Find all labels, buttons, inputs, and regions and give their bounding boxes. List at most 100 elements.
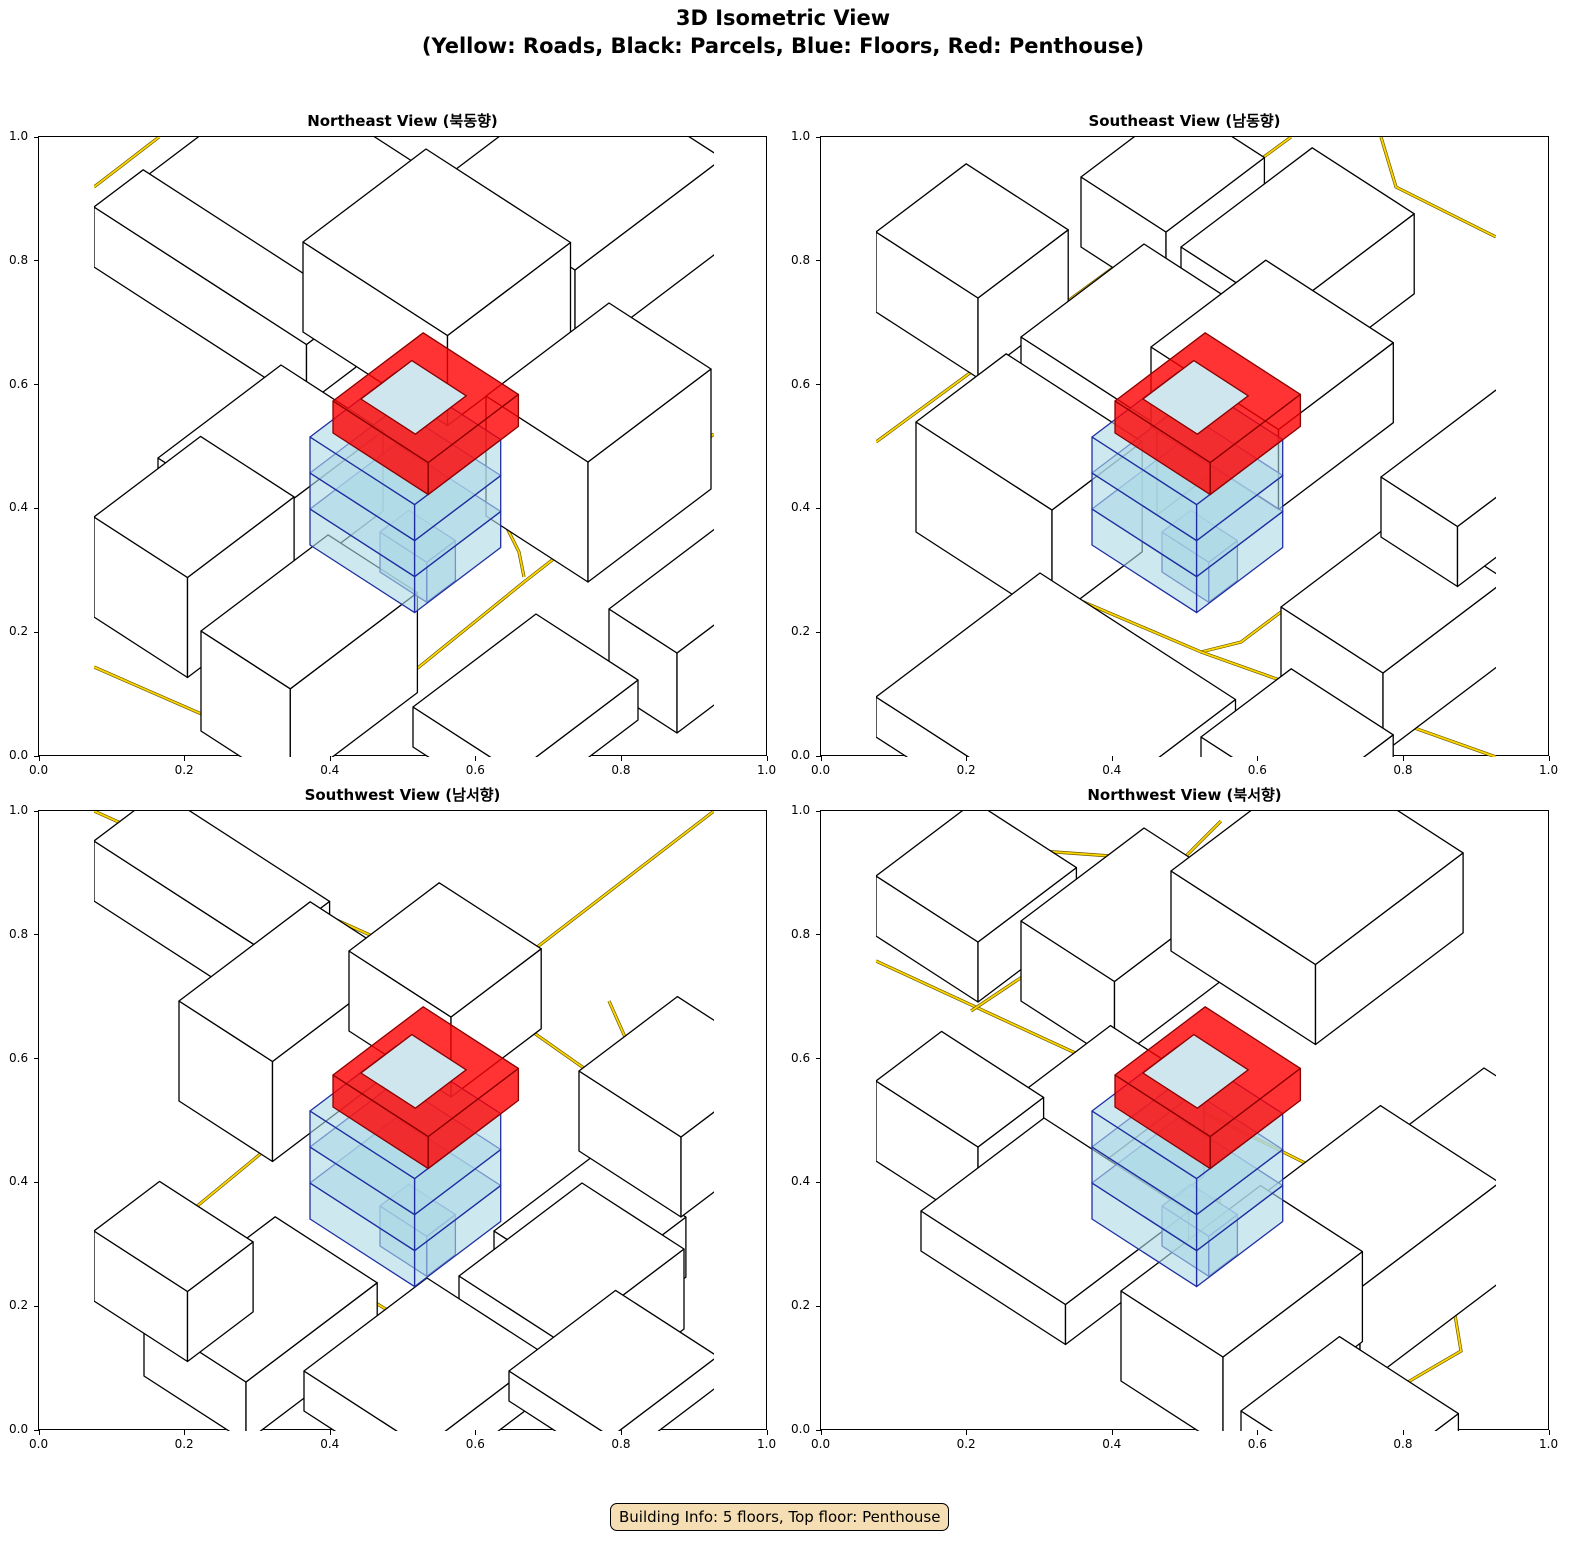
y-tick-label: 0.4 bbox=[9, 500, 29, 515]
y-tick-mark bbox=[34, 755, 39, 757]
x-tick-label: 0.4 bbox=[320, 1437, 340, 1451]
parcel-building bbox=[412, 613, 639, 757]
x-tick-label: 0.8 bbox=[1393, 1437, 1413, 1451]
y-tick-mark bbox=[34, 507, 39, 509]
x-tick-mark bbox=[1257, 756, 1259, 761]
x-tick-label: 0.2 bbox=[956, 1437, 976, 1451]
y-tick-label: 0.2 bbox=[9, 1298, 29, 1313]
x-tick-mark bbox=[329, 1430, 331, 1435]
x-tick-mark bbox=[1111, 1430, 1113, 1435]
y-tick-mark bbox=[34, 1305, 39, 1307]
x-tick-mark bbox=[766, 756, 768, 761]
x-tick-mark bbox=[820, 756, 822, 761]
y-tick-label: 1.0 bbox=[9, 129, 29, 143]
x-tick-label: 0.0 bbox=[29, 763, 49, 777]
y-tick-mark bbox=[34, 260, 39, 262]
x-tick-label: 1.0 bbox=[1539, 1437, 1559, 1451]
y-tick-mark bbox=[816, 755, 821, 757]
panel-title-southeast: Southeast View (남동향) bbox=[1088, 112, 1281, 130]
x-tick-label: 0.4 bbox=[320, 763, 340, 777]
x-tick-mark bbox=[820, 1430, 822, 1435]
penthouse-ring bbox=[1114, 332, 1302, 496]
x-tick-label: 0.0 bbox=[29, 1437, 49, 1451]
isometric-scene bbox=[94, 811, 714, 1431]
x-tick-label: 0.2 bbox=[174, 763, 194, 777]
parcel-building bbox=[608, 528, 714, 734]
y-tick-mark bbox=[816, 1181, 821, 1183]
y-tick-mark bbox=[34, 384, 39, 386]
x-tick-label: 0.0 bbox=[811, 763, 831, 777]
isometric-scene bbox=[876, 811, 1496, 1431]
x-tick-label: 1.0 bbox=[1539, 763, 1559, 777]
x-tick-mark bbox=[1402, 756, 1404, 761]
penthouse-ring bbox=[332, 332, 520, 496]
parcel-building bbox=[1170, 811, 1464, 1046]
y-tick-label: 0.6 bbox=[791, 1050, 811, 1065]
panel-title-northwest: Northwest View (북서향) bbox=[1087, 786, 1282, 804]
x-tick-label: 0.2 bbox=[956, 763, 976, 777]
y-tick-mark bbox=[816, 1305, 821, 1307]
x-tick-label: 0.6 bbox=[1247, 1437, 1267, 1451]
x-tick-label: 0.6 bbox=[465, 1437, 485, 1451]
x-tick-label: 0.8 bbox=[611, 763, 631, 777]
y-tick-label: 0.0 bbox=[9, 1422, 29, 1436]
y-tick-mark bbox=[34, 631, 39, 633]
parcel-building bbox=[94, 1180, 254, 1363]
panel-title-southwest: Southwest View (남서향) bbox=[304, 786, 501, 804]
y-tick-mark bbox=[816, 1429, 821, 1431]
building-info-box: Building Info: 5 floors, Top floor: Pent… bbox=[610, 1503, 950, 1531]
isometric-scene bbox=[876, 137, 1496, 757]
y-tick-label: 0.0 bbox=[791, 1422, 811, 1436]
y-tick-mark bbox=[816, 507, 821, 509]
y-tick-mark bbox=[816, 810, 821, 812]
y-tick-label: 0.8 bbox=[791, 252, 811, 267]
y-tick-mark bbox=[34, 136, 39, 138]
y-tick-label: 0.6 bbox=[9, 1050, 29, 1065]
x-tick-label: 0.6 bbox=[1247, 763, 1267, 777]
y-tick-label: 0.6 bbox=[791, 376, 811, 391]
y-tick-label: 0.2 bbox=[9, 624, 29, 639]
y-tick-mark bbox=[34, 1429, 39, 1431]
y-tick-label: 1.0 bbox=[791, 803, 811, 817]
x-tick-mark bbox=[184, 1430, 186, 1435]
x-tick-mark bbox=[966, 1430, 968, 1435]
parcel-building bbox=[1240, 1335, 1460, 1431]
x-tick-label: 0.4 bbox=[1102, 1437, 1122, 1451]
x-tick-mark bbox=[1257, 1430, 1259, 1435]
y-tick-label: 0.4 bbox=[791, 1174, 811, 1189]
x-tick-label: 0.4 bbox=[1102, 763, 1122, 777]
penthouse-courtyard bbox=[1141, 1033, 1250, 1109]
y-tick-label: 0.6 bbox=[9, 376, 29, 391]
x-tick-mark bbox=[38, 756, 40, 761]
y-tick-mark bbox=[34, 1058, 39, 1060]
y-tick-label: 1.0 bbox=[791, 129, 811, 143]
x-tick-label: 0.8 bbox=[611, 1437, 631, 1451]
x-tick-mark bbox=[1548, 1430, 1550, 1435]
x-tick-label: 0.6 bbox=[465, 763, 485, 777]
parcel-building bbox=[485, 302, 712, 583]
x-tick-mark bbox=[184, 756, 186, 761]
isometric-scene bbox=[94, 137, 714, 757]
y-tick-label: 0.8 bbox=[791, 926, 811, 941]
figure-title-line2: (Yellow: Roads, Black: Parcels, Blue: Fl… bbox=[421, 34, 1145, 58]
x-tick-mark bbox=[475, 1430, 477, 1435]
y-tick-mark bbox=[34, 934, 39, 936]
y-tick-label: 0.8 bbox=[9, 252, 29, 267]
x-tick-mark bbox=[966, 756, 968, 761]
parcel-building bbox=[1120, 1184, 1364, 1431]
x-tick-mark bbox=[620, 756, 622, 761]
x-tick-label: 0.2 bbox=[174, 1437, 194, 1451]
penthouse-ring bbox=[1114, 1006, 1302, 1170]
y-tick-label: 1.0 bbox=[9, 803, 29, 817]
y-tick-label: 0.4 bbox=[791, 500, 811, 515]
penthouse-courtyard bbox=[1141, 359, 1250, 435]
parcel-building bbox=[1200, 668, 1394, 757]
y-tick-mark bbox=[816, 1058, 821, 1060]
y-tick-label: 0.8 bbox=[9, 926, 29, 941]
penthouse-courtyard bbox=[359, 359, 468, 435]
